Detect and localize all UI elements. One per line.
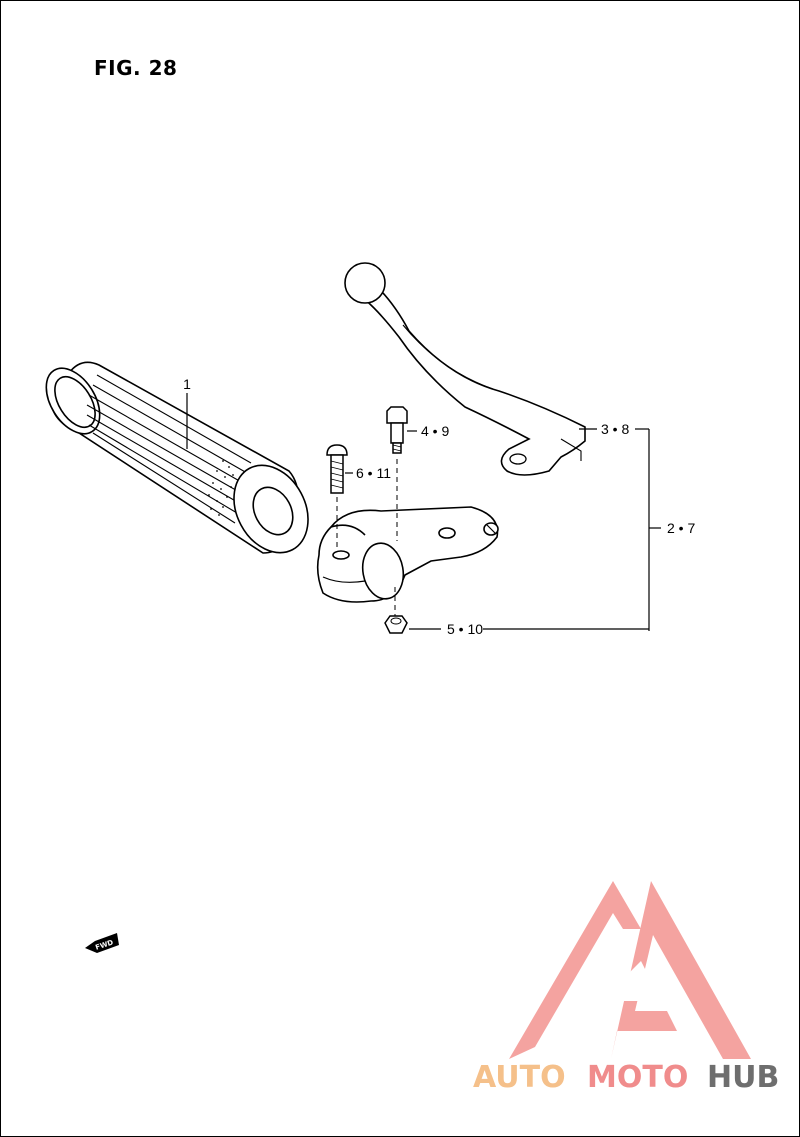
lever-holder — [316, 506, 499, 603]
pivot-bolt — [386, 406, 408, 541]
fwd-arrow-icon: FWD — [85, 933, 119, 953]
watermark-logo-icon — [509, 881, 751, 1059]
callout-pivot-bolt: 4 • 9 — [421, 423, 449, 439]
callout-nut: 5 • 10 — [447, 621, 483, 637]
callout-grip: 1 — [183, 376, 191, 392]
callout-clamp-screw: 6 • 11 — [356, 465, 391, 481]
figure-title: FIG. 28 — [94, 56, 178, 80]
watermark-text: AUTO MOTO HUB — [473, 1060, 779, 1095]
nut — [384, 587, 408, 634]
leader-lines — [186, 393, 661, 631]
clutch-lever — [344, 262, 586, 476]
watermark-hub: HUB — [707, 1060, 779, 1095]
watermark-moto: MOTO — [587, 1060, 688, 1095]
callout-assembly: 2 • 7 — [667, 520, 695, 536]
clamp-screw — [326, 444, 348, 549]
handlebar-grip — [45, 361, 309, 554]
callout-lever: 3 • 8 — [601, 421, 629, 437]
watermark-auto: AUTO — [473, 1060, 566, 1095]
